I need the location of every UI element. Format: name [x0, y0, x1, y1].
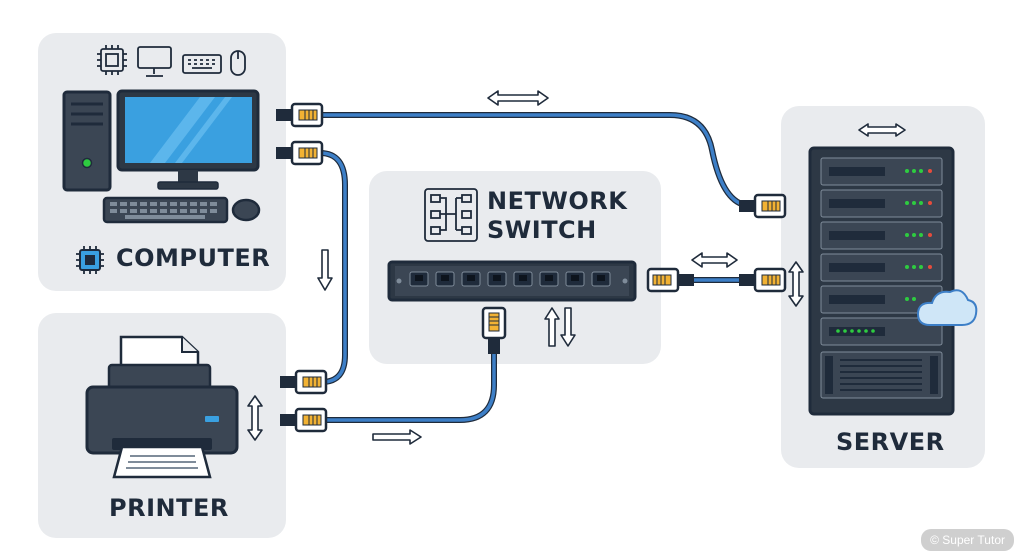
cpu-icon [97, 45, 127, 75]
server-label: SERVER [836, 428, 945, 456]
cloud-icon [916, 289, 978, 326]
mouse-icon [230, 50, 246, 76]
right-arrow-icon [372, 429, 422, 445]
up-down-arrows-icon [544, 307, 576, 347]
switch-label-line1: NETWORK [487, 187, 628, 215]
monitor-icon [137, 46, 172, 77]
down-arrow-icon [317, 249, 333, 291]
computer-tower [62, 90, 112, 192]
chip-icon [76, 246, 104, 274]
server-rack [808, 146, 955, 416]
computer-monitor [116, 89, 260, 190]
printer-label: PRINTER [109, 494, 229, 522]
computer-peripheral-icons [97, 45, 246, 77]
flow-arrows [247, 90, 906, 445]
cables [317, 112, 748, 423]
computer-keyboard [102, 196, 229, 224]
bidirectional-arrow-icon [691, 252, 738, 268]
watermark: © Super Tutor [921, 529, 1014, 551]
vertical-bidirectional-arrow-icon [247, 395, 263, 441]
computer-mouse [231, 198, 261, 222]
printer-device [85, 335, 239, 479]
keyboard-icon [182, 54, 222, 74]
bidirectional-arrow-icon [858, 123, 906, 137]
bidirectional-arrow-icon [487, 90, 549, 106]
computer-label: COMPUTER [116, 244, 271, 272]
switch-label-line2: SWITCH [487, 216, 597, 244]
vertical-bidirectional-arrow-icon [788, 261, 804, 307]
switch-diagram-icon [424, 188, 478, 242]
network-switch-device [387, 260, 637, 302]
